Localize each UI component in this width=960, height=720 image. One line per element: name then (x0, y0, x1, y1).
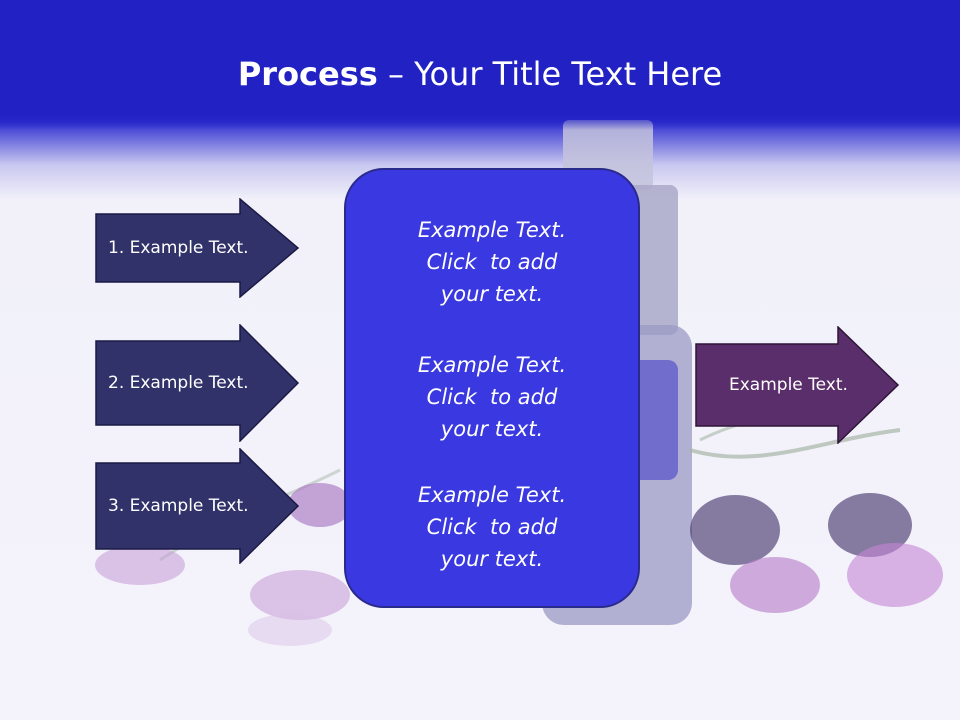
right-arrow-label: Example Text. (729, 375, 848, 395)
center-block-2-line-1: Example Text. (417, 353, 567, 377)
center-block-1-line-1: Example Text. (417, 218, 567, 242)
center-block-2: Example Text. Click to add your text. (346, 349, 638, 445)
title-bold: Process (237, 55, 378, 93)
left-arrow-3[interactable]: 3. Example Text. (95, 448, 300, 564)
center-block-3-line-3: your text. (440, 547, 544, 571)
left-arrow-3-label: 3. Example Text. (108, 496, 249, 516)
title-banner (0, 0, 960, 130)
arrow-right-icon (95, 198, 300, 298)
center-text-box[interactable]: Example Text. Click to add your text. Ex… (344, 168, 640, 608)
center-block-3-line-1: Example Text. (417, 483, 567, 507)
center-block-2-line-2: Click to add (426, 385, 558, 409)
left-arrow-2[interactable]: 2. Example Text. (95, 324, 300, 442)
center-block-2-line-3: your text. (440, 417, 544, 441)
arrow-right-icon (95, 448, 300, 564)
left-arrow-2-label: 2. Example Text. (108, 373, 249, 393)
left-arrow-1-label: 1. Example Text. (108, 238, 249, 258)
center-block-1-line-2: Click to add (426, 250, 558, 274)
center-block-3: Example Text. Click to add your text. (346, 479, 638, 575)
title-rest: – Your Title Text Here (377, 55, 723, 93)
right-arrow[interactable]: Example Text. (695, 326, 900, 444)
center-block-1: Example Text. Click to add your text. (346, 214, 638, 310)
slide-title[interactable]: Process – Your Title Text Here (0, 52, 960, 96)
center-block-3-line-2: Click to add (426, 515, 558, 539)
arrow-right-icon (95, 324, 300, 442)
center-block-1-line-3: your text. (440, 282, 544, 306)
left-arrow-1[interactable]: 1. Example Text. (95, 198, 300, 298)
arrow-right-icon (695, 326, 900, 444)
